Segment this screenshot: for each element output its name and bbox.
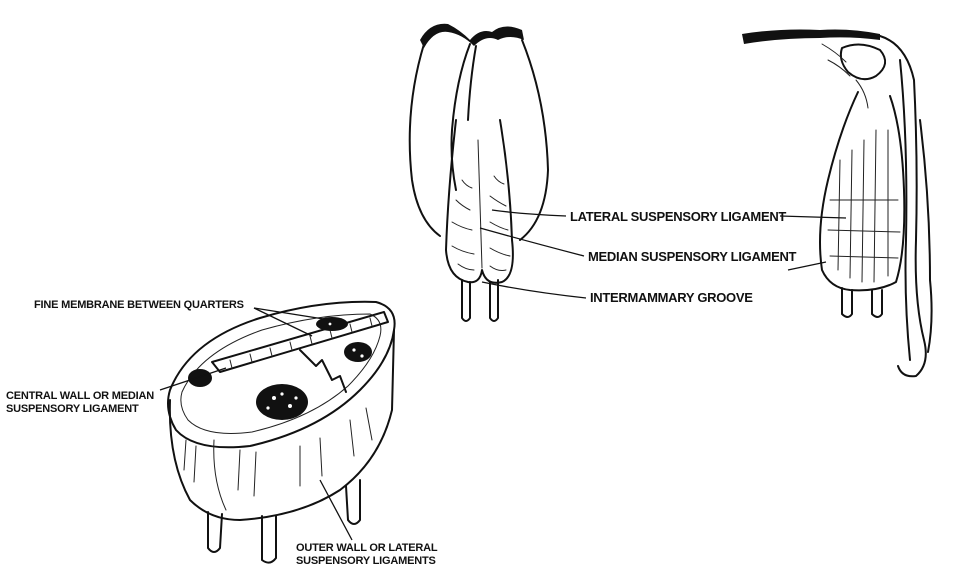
udder-rear-view-illustration: [408, 23, 549, 322]
cross-section-outer-rim: [167, 300, 396, 449]
label-lateral-suspensory-ligament: LATERAL SUSPENSORY LIGAMENT: [570, 209, 786, 224]
side-view-udder-body: [819, 91, 906, 292]
leader-fine-membrane-1: [253, 307, 313, 337]
side-view-top-shading: [742, 29, 880, 44]
cross-section-teat-3: [345, 479, 361, 525]
label-central-wall-line2: SUSPENSORY LIGAMENT: [6, 403, 139, 415]
rear-view-top-shading: [420, 23, 524, 48]
rear-view-right-teat: [489, 279, 499, 322]
side-view-rear-teat: [871, 289, 883, 318]
udder-cross-section-illustration: [167, 300, 396, 564]
side-view-front-teat: [841, 287, 853, 318]
side-view-tail: [919, 119, 933, 353]
leader-lines: [159, 209, 847, 541]
leader-median: [479, 227, 585, 257]
cross-section-outer-wall: [168, 329, 395, 521]
diagram-labels: LATERAL SUSPENSORY LIGAMENT MEDIAN SUSPE…: [6, 209, 797, 567]
rear-view-udder-body: [445, 119, 514, 284]
label-outer-wall-line1: OUTER WALL OR LATERAL: [296, 542, 438, 554]
leader-outer-wall: [319, 479, 353, 541]
side-view-hind-leg: [879, 35, 927, 378]
label-intermammary-groove: INTERMAMMARY GROOVE: [590, 290, 753, 305]
cross-section-teat-2: [261, 515, 277, 564]
udder-side-view-illustration: [742, 29, 933, 378]
leader-central-wall: [159, 367, 227, 391]
rear-view-left-teat: [461, 279, 471, 322]
cross-section-fine-membrane: [299, 349, 347, 393]
side-view-pelvis: [839, 43, 887, 81]
leader-fine-membrane-2: [253, 307, 331, 321]
label-median-suspensory-ligament: MEDIAN SUSPENSORY LIGAMENT: [588, 249, 797, 264]
label-fine-membrane: FINE MEMBRANE BETWEEN QUARTERS: [34, 299, 244, 311]
leader-lateral-rear: [491, 209, 567, 217]
rear-view-left-thigh: [408, 43, 441, 237]
leader-lateral-side: [779, 215, 847, 219]
leader-intermammary: [481, 281, 587, 299]
label-outer-wall-line2: SUSPENSORY LIGAMENTS: [296, 555, 436, 567]
cross-section-teat-1: [207, 511, 223, 553]
label-central-wall-line1: CENTRAL WALL OR MEDIAN: [6, 390, 154, 402]
rear-view-right-thigh: [519, 39, 549, 241]
rear-view-tail: [450, 43, 471, 191]
gland-tissue-clusters: [188, 317, 372, 420]
leader-median-side: [787, 261, 827, 271]
